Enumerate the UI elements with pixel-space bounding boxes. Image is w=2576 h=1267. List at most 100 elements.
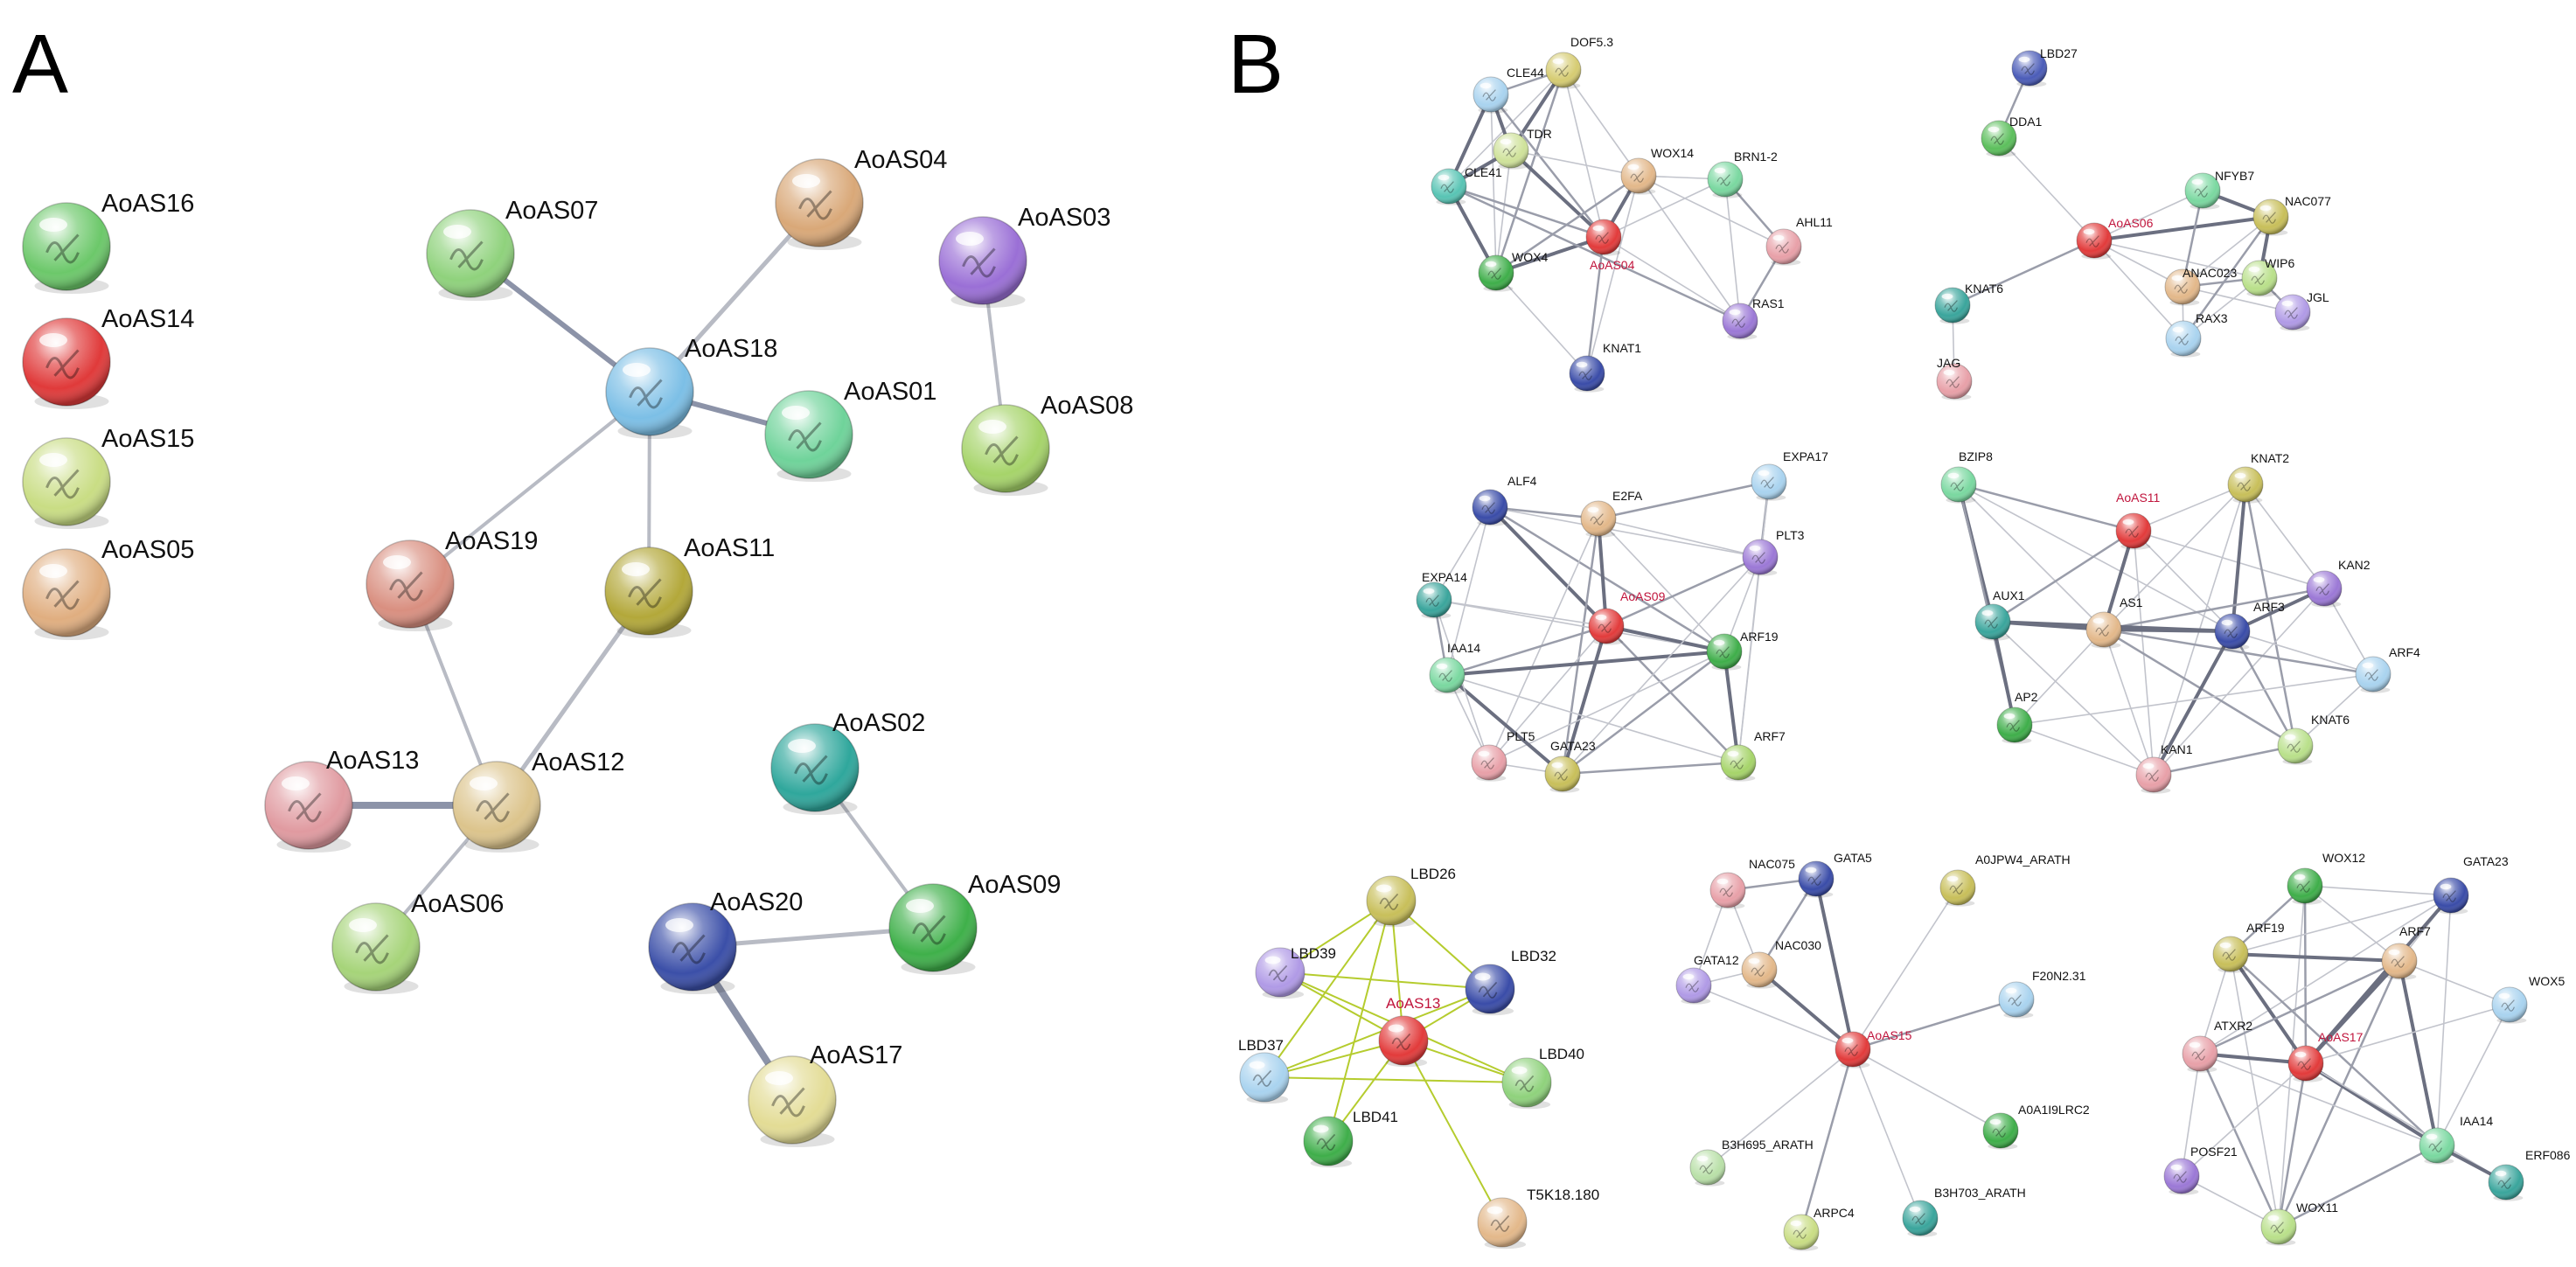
edge-lbd37-lbd40 [1264, 1076, 1528, 1083]
edge-b3h703-arath-aoas15 [1852, 1048, 1921, 1219]
node-gata23 [1544, 755, 1581, 793]
label-a0a1i9lrc2: A0A1I9LRC2 [2018, 1103, 2090, 1117]
edge-arf7-wox11 [2277, 959, 2401, 1229]
node-atxr2 [2182, 1035, 2218, 1073]
node-erf086 [2488, 1164, 2524, 1201]
label-expa17: EXPA17 [1783, 449, 1828, 463]
edge-lbd32-lbd37 [1264, 988, 1491, 1078]
edge-anac023-jgl [2182, 286, 2294, 313]
node-arpc4 [1783, 1214, 1820, 1251]
edge-aoas11-aoas12 [494, 588, 651, 808]
edge-arf19-aoas17 [2229, 952, 2308, 1065]
label-wox5: WOX5 [2529, 974, 2565, 988]
label-gata5: GATA5 [1834, 851, 1872, 865]
node-wox14 [1620, 157, 1657, 195]
node-expa17 [1751, 463, 1787, 501]
label-knat2: KNAT2 [2251, 451, 2289, 465]
edge-arf4-knat6 [2294, 673, 2374, 747]
node-aoas07 [426, 209, 515, 301]
edge-as1-ap2 [2014, 629, 2105, 726]
node-aoas09 [888, 883, 978, 975]
node-dof5-3 [1545, 52, 1582, 89]
network-6-edges [1693, 877, 2018, 1234]
edge-arf19-arf7 [2229, 952, 2401, 963]
label-kan1: KAN1 [2161, 742, 2193, 756]
label-gata23: GATA23 [2463, 854, 2509, 868]
edge-brn1-2-ras1 [1724, 178, 1741, 322]
node-knat6 [2277, 727, 2314, 765]
label-aoas03: AoAS03 [1018, 204, 1110, 232]
edge-e2fa-arf19 [1598, 518, 1725, 652]
label-aoas17: AoAS17 [2318, 1030, 2364, 1044]
label-aoas19: AoAS19 [445, 527, 538, 555]
edge-arf7-iaa14 [2398, 959, 2439, 1147]
label-aoas14: AoAS14 [101, 305, 194, 333]
edge-aoas04-knat1 [1585, 235, 1605, 375]
edge-wox12-aoas17 [2303, 884, 2308, 1065]
label-aoas13: AoAS13 [1386, 995, 1440, 1012]
edge-f20n2-31-aoas15 [1851, 998, 2018, 1051]
label-lbd27: LBD27 [2040, 46, 2078, 60]
edge-arf7-atxr2 [2198, 959, 2401, 1055]
node-lbd26 [1366, 875, 1417, 928]
edge-nac077-rax3 [2182, 215, 2273, 340]
node-aoas11 [604, 546, 693, 638]
edge-iaa14-gata23 [1445, 673, 1564, 776]
node-plt5 [1471, 744, 1507, 782]
node-a0jpw4-arath [1939, 869, 1976, 907]
label-arf7: ARF7 [1754, 729, 1786, 743]
edge-expa14-arf19 [1433, 599, 1725, 652]
edge-e2fa-plt5 [1488, 518, 1599, 763]
edge-wox14-wox4 [1494, 174, 1640, 275]
node-wox4 [1478, 254, 1514, 292]
edge-aoas09-arf7 [1605, 624, 1740, 764]
edge-ap2-kan1 [2014, 724, 2155, 776]
network-4-edges [1957, 483, 2375, 776]
node-aoas06 [2076, 222, 2113, 260]
label-nac075: NAC075 [1749, 857, 1795, 871]
edge-wox14-ahl11 [1638, 175, 1785, 247]
node-aoas13 [264, 761, 353, 853]
edge-dof5-3-cle41 [1448, 69, 1564, 187]
edge-aoas09-gata23 [1561, 624, 1608, 776]
node-wip6 [2241, 260, 2278, 297]
edge-dof5-3-aoas04 [1563, 69, 1605, 238]
edge-gata23-arf7 [1561, 761, 1740, 776]
node-aoas15 [22, 437, 111, 529]
node-ahl11 [1765, 228, 1802, 266]
node-kan2 [2306, 570, 2343, 608]
label-aoas05: AoAS05 [101, 536, 194, 564]
edge-bzip8-aoas11 [1957, 483, 2135, 533]
label-wox14: WOX14 [1651, 146, 1694, 160]
edge-posf21-wox11 [2181, 1175, 2280, 1228]
edge-arf19-arf7 [1723, 650, 1740, 764]
node-aoas04 [1585, 219, 1622, 256]
label-plt5: PLT5 [1507, 729, 1535, 743]
label-aux1: AUX1 [1993, 588, 2025, 602]
edge-nac077-anac023 [2182, 216, 2272, 288]
edge-aoas04-ras1 [1603, 236, 1741, 322]
node-aoas18 [605, 347, 694, 439]
edge-e2fa-plt3 [1598, 518, 1761, 558]
label-aoas17: AoAS17 [810, 1041, 902, 1069]
edge-dof5-3-wox4 [1494, 68, 1565, 275]
node-aoas04 [775, 158, 864, 250]
node-dda1 [1981, 120, 2017, 157]
label-lbd40: LBD40 [1539, 1046, 1584, 1062]
label-knat6: KNAT6 [1965, 282, 2003, 296]
node-nac030 [1741, 951, 1778, 989]
edge-gata5-nac030 [1758, 877, 1818, 971]
edge-lbd26-lbd41 [1327, 900, 1392, 1142]
node-lbd27 [2011, 50, 2048, 87]
label-atxr2: ATXR2 [2214, 1019, 2252, 1033]
label-wox4: WOX4 [1512, 250, 1548, 264]
label-kan2: KAN2 [2338, 558, 2371, 572]
edge-atxr2-aoas17 [2198, 1052, 2308, 1065]
edge-gata23-atxr2 [2199, 895, 2452, 1055]
edge-iaa14-wox11 [2277, 1144, 2439, 1229]
network-2-nodes: LBD27DDA1NFYB7NAC077AoAS06ANAC023WIP6KNA… [1934, 46, 2331, 400]
